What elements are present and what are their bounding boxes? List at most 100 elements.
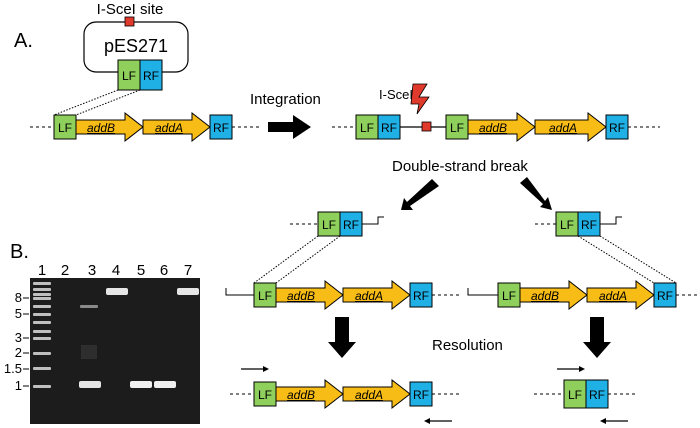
lane-label: 6 (160, 262, 168, 279)
isce-site-marker (421, 121, 432, 132)
ladder-bands (33, 282, 51, 388)
integration-arrow (268, 115, 311, 139)
crossover-line (53, 89, 119, 116)
rf-label: RF (609, 121, 625, 135)
primer-arrowhead (579, 366, 585, 372)
addb-gene-arrow (275, 279, 344, 311)
integration-label: Integration (250, 91, 321, 108)
adda-gene-arrow (342, 279, 411, 311)
right-chromosome-middle: LF addB addA RF (467, 279, 698, 311)
rf-label: RF (581, 218, 597, 232)
rf-label: RF (413, 388, 429, 402)
isce-site-marker (124, 16, 135, 27)
plasmid-pes271: I-SceI site pES271 LF RF (83, 1, 189, 91)
ladder-tick-label: 8 (15, 290, 22, 305)
rf-label: RF (381, 121, 397, 135)
addb-gene-arrow (467, 111, 536, 143)
lf-label: LF (450, 121, 464, 135)
chromosome-original: LF addB addA RF (30, 111, 262, 143)
adda-gene-arrow (342, 378, 411, 410)
lane-label: 4 (112, 262, 120, 279)
lf-label: LF (58, 121, 72, 135)
right-chromosome-result: LF RF (534, 366, 636, 424)
plasmid-rf-label: RF (143, 69, 159, 83)
panel-a-label: A. (14, 30, 33, 52)
lane-label: 1 (38, 262, 46, 279)
lf-label: LF (360, 121, 374, 135)
lf-label: LF (258, 388, 272, 402)
lane-label: 3 (88, 262, 96, 279)
gel-image (30, 278, 200, 424)
crossover-line (253, 235, 319, 284)
gel-panel: 1 2 3 4 5 6 7 8 5 3 2 1.5 1 (4, 262, 200, 424)
right-fragment-top: LF RF (535, 211, 622, 237)
isce-site-label: I-SceI site (97, 1, 164, 18)
adda-label: addA (355, 289, 383, 303)
double-strand-break-label: Double-strand break (392, 158, 528, 175)
primer-arrowhead (424, 418, 430, 424)
crossover-line (577, 235, 655, 284)
rf-label: RF (213, 121, 229, 135)
crossover-line (75, 89, 141, 116)
ladder-tick-label: 3 (15, 330, 22, 345)
ladder-tick-label: 5 (15, 306, 22, 321)
plasmid-rf-box (139, 59, 163, 91)
adda-gene-arrow (142, 111, 211, 143)
dsb-arrow-right (520, 177, 552, 210)
lane-label: 5 (137, 262, 145, 279)
broken-end (467, 288, 498, 296)
broken-end (225, 288, 254, 296)
addb-gene-arrow (75, 111, 144, 143)
addb-gene-arrow (275, 378, 344, 410)
dsb-arrow-left (401, 179, 439, 210)
adda-gene-arrow (586, 279, 655, 311)
resolution-arrow-right (583, 317, 611, 358)
lf-label: LF (502, 289, 516, 303)
addb-label: addB (479, 121, 507, 135)
broken-end (600, 216, 622, 225)
addb-label: addB (87, 121, 115, 135)
adda-label: addA (155, 121, 183, 135)
addb-label: addB (287, 388, 315, 402)
gel-band (177, 288, 199, 295)
resolution-arrow-left (328, 317, 356, 358)
left-chromosome-middle: LF addB addA RF (225, 279, 460, 311)
primer-arrowhead (600, 418, 606, 424)
rf-label: RF (343, 218, 359, 232)
rf-label: RF (413, 289, 429, 303)
primer-arrowhead (263, 366, 269, 372)
gel-band (80, 305, 98, 308)
adda-label: addA (549, 121, 577, 135)
ladder-tick-label: 1.5 (4, 361, 22, 376)
isce-label: I-SceI (379, 87, 413, 102)
rf-label: RF (657, 289, 673, 303)
adda-gene-arrow (534, 111, 607, 143)
lane-label: 2 (61, 262, 69, 279)
plasmid-lf-label: LF (122, 69, 136, 83)
resolution-label: Resolution (432, 337, 503, 354)
addb-label: addB (287, 289, 315, 303)
gel-band (106, 288, 128, 295)
lf-label: LF (322, 218, 336, 232)
chromosome-integrated: LF RF LF addB addA RF (332, 111, 660, 143)
panel-b-label: B. (10, 241, 29, 263)
lightning-bolt-icon (410, 83, 430, 115)
left-fragment-top: LF RF (290, 211, 384, 237)
addb-label: addB (531, 289, 559, 303)
lf-label: LF (560, 218, 574, 232)
adda-label: addA (355, 388, 383, 402)
adda-label: addA (599, 289, 627, 303)
lf-label: LF (258, 289, 272, 303)
crossover-line (275, 235, 341, 284)
gel-band (130, 381, 152, 388)
left-chromosome-result: LF addB addA RF (230, 366, 460, 424)
crossover-line (599, 235, 677, 284)
lane-label: 7 (184, 262, 192, 279)
addb-gene-arrow (519, 279, 588, 311)
lf-label: LF (568, 388, 582, 402)
gel-band (79, 381, 101, 388)
gel-band (154, 381, 176, 388)
ladder-tick-label: 2 (15, 345, 22, 360)
gel-smear (81, 345, 97, 359)
